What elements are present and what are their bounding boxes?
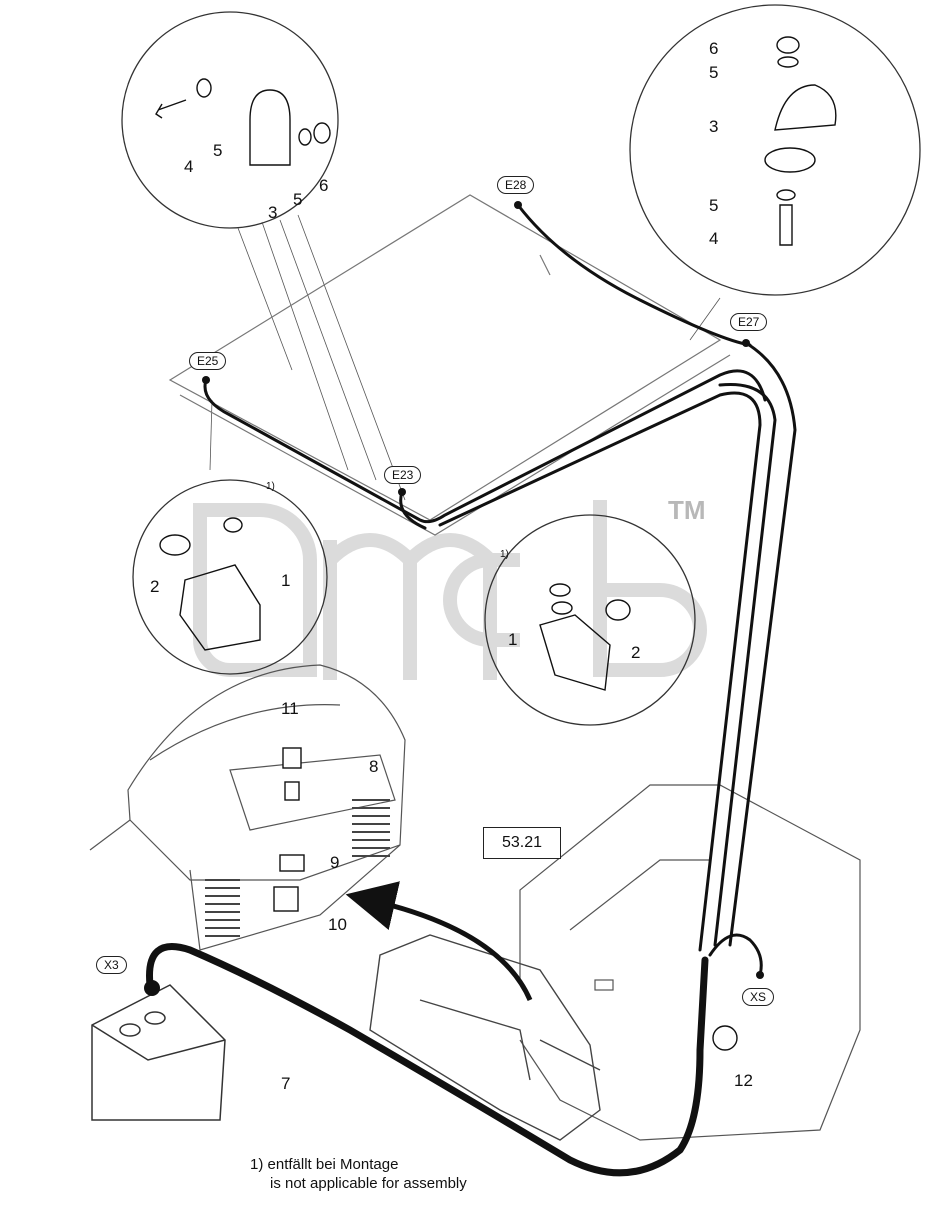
wiring-harness	[146, 203, 797, 1177]
connector-label-xs: XS	[742, 988, 775, 1006]
cable-e27	[728, 341, 797, 947]
nut-6-left	[313, 122, 331, 144]
cable-bundle-2	[438, 391, 762, 952]
nut-6-right	[776, 36, 800, 54]
work-lamp-left	[179, 564, 261, 651]
vent-grilles	[205, 799, 390, 937]
part-label-5-right: 5	[709, 63, 719, 82]
engine-cover	[519, 784, 861, 1141]
washer-5-right	[777, 56, 799, 68]
reference-box: 53.21	[483, 827, 561, 859]
part-label-3-left: 3	[268, 203, 278, 222]
clamp-detail-circle-right	[629, 4, 921, 296]
part-label-4-left: 4	[184, 157, 194, 176]
routing-arrow	[345, 881, 533, 1001]
part-label-1-right: 1	[508, 630, 518, 649]
detail-leaders	[209, 214, 721, 501]
console-box	[91, 984, 226, 1121]
clamp-parts-right	[764, 36, 837, 246]
part-label-5b-left: 5	[293, 190, 303, 209]
part-label-10: 10	[328, 915, 347, 934]
cable-e28	[516, 203, 752, 347]
connector-label-x3: X3	[96, 956, 127, 974]
dashboard	[89, 664, 406, 951]
switch-8	[284, 781, 300, 801]
battery-block	[369, 934, 601, 1141]
clamp-detail-circle-left	[121, 11, 339, 229]
lamp-detail-circle-right	[484, 514, 696, 726]
bolt-4-right	[779, 204, 793, 246]
washer-5b-right	[776, 189, 796, 201]
detail-circles	[121, 4, 921, 726]
part-label-6-right: 6	[709, 39, 719, 58]
cable-xs	[708, 933, 763, 977]
part-label-12: 12	[734, 1071, 753, 1090]
connector-label-e28: E28	[497, 176, 535, 194]
connector-label-e25: E25	[189, 352, 227, 370]
part-label-2-right: 2	[631, 643, 641, 662]
main-harness-cable-7	[146, 943, 709, 1177]
cab-roof	[168, 194, 731, 536]
clamp-parts-left	[155, 78, 331, 166]
part-label-7: 7	[281, 1074, 291, 1093]
lamp-parts	[159, 517, 631, 691]
connector-label-e23: E23	[384, 466, 422, 484]
watermark-tm: TM	[668, 495, 706, 525]
washer-5b-left	[298, 128, 312, 146]
connector-dots	[144, 201, 764, 996]
switch-parts	[273, 747, 738, 1051]
part-label-4-right: 4	[709, 229, 719, 248]
part-label-5b-right: 5	[709, 196, 719, 215]
cable-e25	[203, 369, 767, 524]
switch-9	[279, 854, 305, 872]
footnote-marker-right: 1)	[500, 549, 509, 560]
bolt-4-left	[155, 99, 187, 119]
bulb-right	[605, 599, 631, 621]
part-label-3-right: 3	[709, 117, 719, 136]
cable-bundle-1	[713, 382, 777, 947]
assembly-note-line-1: 1) entfällt bei Montage	[250, 1156, 399, 1173]
watermark	[193, 500, 707, 680]
footnote-marker-left: 1)	[266, 481, 275, 492]
assembly-note-line-2: is not applicable for assembly	[270, 1175, 467, 1192]
clamp-3-left	[249, 89, 291, 166]
part-label-8: 8	[369, 757, 379, 776]
clamp-3-right	[774, 84, 837, 131]
part-label-6-left: 6	[319, 176, 329, 195]
switch-10	[273, 886, 299, 912]
switch-12	[712, 1025, 738, 1051]
bulb-left	[159, 534, 191, 556]
assembly-note: 1) entfällt bei Montage is not applicabl…	[250, 1155, 467, 1193]
part-label-2-left: 2	[150, 577, 160, 596]
lamp-detail-circle-left	[132, 479, 328, 675]
lamp-bracket-right	[539, 614, 611, 691]
part-label-5-left: 5	[213, 141, 223, 160]
switch-11	[282, 747, 302, 769]
part-label-9: 9	[330, 853, 340, 872]
connector-label-e27: E27	[730, 313, 768, 331]
part-label-1-left: 1	[281, 571, 291, 590]
part-label-11: 11	[281, 699, 299, 718]
washer-5-left	[196, 78, 212, 98]
